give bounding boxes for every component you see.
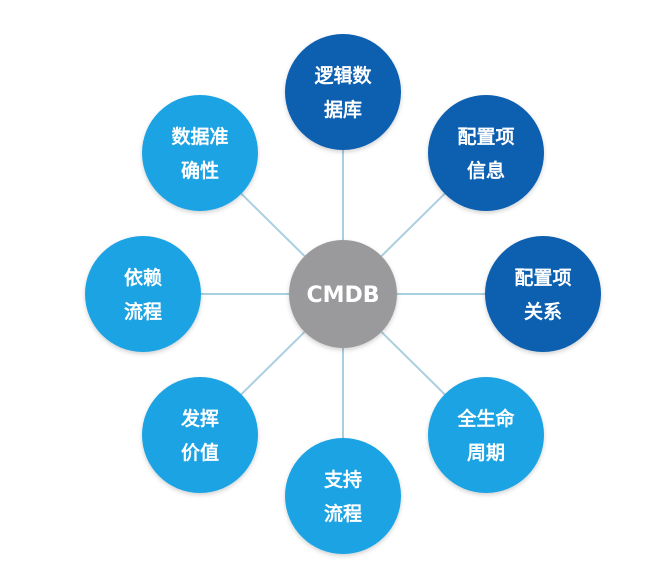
node-label-line: 逻辑数 <box>314 64 372 87</box>
node-label-line: 流程 <box>124 300 162 323</box>
connector-data-accuracy <box>240 193 306 257</box>
hub-label: CMDB <box>306 283 379 308</box>
node-label-line: 配置项 <box>457 126 514 148</box>
connector-lifecycle <box>380 331 446 395</box>
node-circle <box>142 95 258 211</box>
connector-ci-info <box>380 193 446 257</box>
node-label-line: 配置项 <box>514 267 571 289</box>
node-label-line: 依赖 <box>124 266 162 289</box>
node-circle <box>285 438 401 554</box>
node-label-line: 全生命 <box>456 407 515 430</box>
node-label-line: 周期 <box>467 442 505 464</box>
node-label-line: 流程 <box>324 502 362 525</box>
node-label-line: 价值 <box>181 441 219 464</box>
node-label-line: 关系 <box>524 300 562 323</box>
node-label-line: 据库 <box>324 98 362 121</box>
node-label-line: 信息 <box>467 159 505 182</box>
node-circle <box>428 95 544 211</box>
node-label-line: 确性 <box>181 159 219 182</box>
node-circle <box>85 236 201 352</box>
node-label-line: 发挥 <box>180 407 219 430</box>
node-circle <box>428 377 544 493</box>
connector-deliver-value <box>240 331 306 395</box>
hub-node: CMDB <box>289 240 397 348</box>
node-label-line: 支持 <box>323 468 362 491</box>
node-label-line: 数据准 <box>171 125 228 148</box>
node-circle <box>142 377 258 493</box>
node-circle <box>285 34 401 150</box>
node-circle <box>485 236 601 352</box>
hub-circle <box>289 240 397 348</box>
connector-lines <box>201 150 485 438</box>
